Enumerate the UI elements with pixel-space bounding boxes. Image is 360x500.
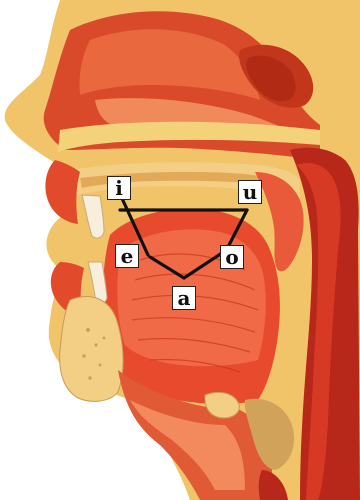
vowel-label-i: i (107, 176, 131, 200)
vowel-label-e: e (115, 244, 139, 268)
vowel-label-o: o (220, 245, 244, 269)
vowel-label-u: u (238, 180, 262, 204)
mandible (60, 297, 123, 402)
vowel-label-a: a (172, 286, 196, 310)
